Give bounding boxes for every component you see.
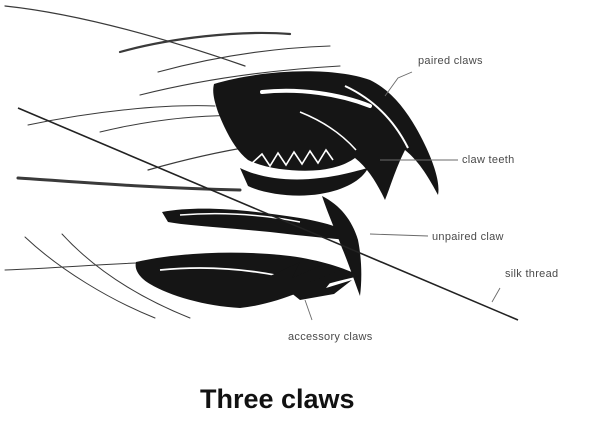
accessory-claws xyxy=(135,252,360,308)
leader-lines xyxy=(304,71,501,321)
label-silk-thread: silk thread xyxy=(505,268,558,280)
label-unpaired-claw: unpaired claw xyxy=(432,231,504,243)
paired-claws xyxy=(213,71,439,200)
label-claw-teeth: claw teeth xyxy=(462,154,515,166)
claw-teeth xyxy=(240,148,368,196)
figure-caption: Three claws xyxy=(200,384,355,414)
label-accessory-claws: accessory claws xyxy=(288,331,373,343)
label-paired-claws: paired claws xyxy=(418,55,483,67)
silk-thread xyxy=(17,107,519,321)
